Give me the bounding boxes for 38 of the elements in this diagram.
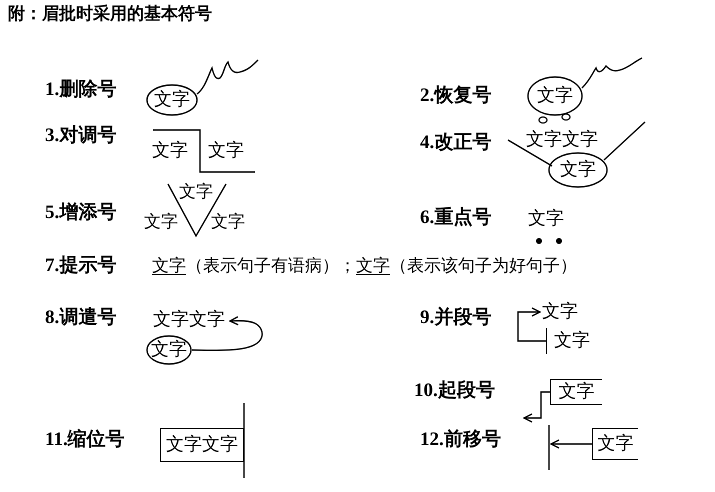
arrow bbox=[192, 316, 263, 351]
text: 文字 bbox=[540, 300, 580, 324]
circled-text: 文字 bbox=[146, 84, 198, 116]
underlined-text: 文字 bbox=[152, 258, 186, 275]
underlined-text: 文字 bbox=[356, 258, 390, 275]
text: 文字 bbox=[152, 142, 188, 160]
arrow bbox=[550, 439, 592, 449]
title: 附：眉批时采用的基本符号 bbox=[8, 6, 212, 23]
symbol-label: 8.调遣号 bbox=[45, 308, 116, 327]
arrow bbox=[523, 391, 550, 423]
bracketed-text: 文字 bbox=[550, 379, 602, 405]
symbol-label: 11.缩位号 bbox=[45, 430, 125, 449]
boxed-text: 文字文字 bbox=[160, 428, 244, 462]
text: 文字 bbox=[144, 214, 178, 231]
symbol-label: 10.起段号 bbox=[414, 381, 495, 400]
symbol-label: 2.恢复号 bbox=[420, 86, 492, 105]
bracketed-text: 文字 bbox=[592, 428, 638, 460]
arrow bbox=[517, 307, 546, 342]
circled-text: 文字 bbox=[527, 76, 583, 116]
text: 文字文字 bbox=[150, 308, 228, 332]
symbol-label: 1.删除号 bbox=[45, 80, 116, 99]
note: （表示句子有语病）； bbox=[186, 258, 356, 275]
circled-text: 文字 bbox=[548, 152, 608, 188]
circled-text: 文字 bbox=[146, 335, 192, 365]
symbol-label: 9.并段号 bbox=[420, 308, 492, 327]
note: （表示该句子为好句子） bbox=[390, 258, 577, 275]
symbol-label: 12.前移号 bbox=[420, 430, 501, 449]
text: 文字 bbox=[528, 210, 564, 228]
symbol-label: 6.重点号 bbox=[420, 208, 492, 227]
marked-text: 文字 bbox=[546, 328, 590, 354]
text: 文字 bbox=[208, 142, 244, 160]
text: 文字 bbox=[179, 184, 213, 201]
symbol-label: 4.改正号 bbox=[420, 133, 492, 152]
symbol-label: 7.提示号 bbox=[45, 256, 116, 275]
text: 文字 bbox=[211, 214, 245, 231]
symbol-label: 3.对调号 bbox=[45, 126, 116, 145]
symbol-label: 5.增添号 bbox=[45, 203, 116, 222]
text: 文字文字 bbox=[526, 131, 598, 149]
